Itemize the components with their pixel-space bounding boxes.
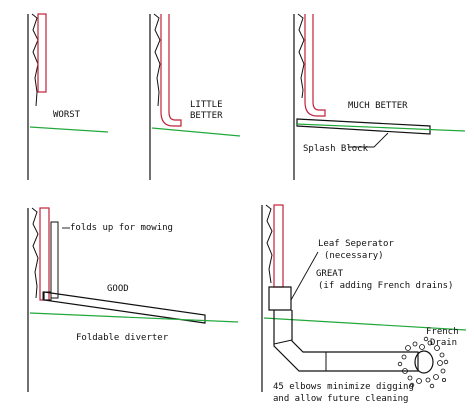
downspout [39,207,50,301]
label-much-better: MUCH BETTER [348,101,408,111]
wall-siding [265,204,273,284]
pipe-joint [273,339,327,371]
drain-inlet [414,350,434,374]
folded-diverter-up [50,221,59,299]
wall-siding [153,13,161,107]
leader-line [348,132,389,148]
label-leaf-separator: Leaf Seperator [318,239,394,249]
label-worst: WORST [53,110,81,120]
ground-line [151,127,241,137]
wall-siding [31,207,39,299]
wall-siding [297,13,305,99]
ground-line [295,123,466,132]
ground-line [29,126,109,133]
label-good: GOOD [107,284,129,294]
label-necessary: (necessary) [324,251,384,261]
panel-worst: WORST [27,13,109,180]
downspout [37,13,47,93]
label-great: GREAT [316,269,344,279]
label-if-adding: (if adding French drains) [318,281,453,291]
ground-line [263,317,467,331]
panel-good: folds up for mowing GOOD Foldable divert… [27,207,239,392]
wall-siding [31,13,39,107]
label-foldable-diverter: Foldable diverter [76,333,169,343]
label-splash-block: Splash Block [303,144,369,154]
panel-much-better: MUCH BETTER Splash Block [293,13,466,180]
label-little: LITTLE [190,100,223,110]
label-45-elbows: 45 elbows minimize digging [273,382,414,392]
foldable-diverter [43,291,206,324]
downspout-elbow [304,14,326,117]
label-allow-cleaning: and allow future cleaning [273,394,408,404]
gravel [397,336,449,389]
downspout [273,204,284,288]
leader-line-leaf [290,251,319,301]
panel-great: Leaf Seperator (necessary) GREAT (if add… [261,204,467,404]
ground-line [29,312,239,323]
downspout-elbow [160,14,182,127]
label-drain: Drain [430,338,457,348]
label-folds-up: folds up for mowing [70,223,173,233]
leaf-separator [268,286,292,311]
label-better: BETTER [190,111,223,121]
label-french: French [426,327,459,337]
panel-little-better: LITTLE BETTER [149,13,241,180]
drain-pipe [273,310,419,372]
